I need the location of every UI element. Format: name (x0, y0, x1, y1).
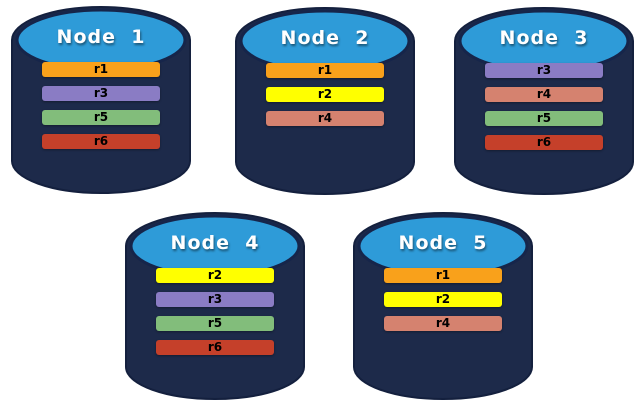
replica-bar: r5 (42, 110, 160, 125)
replica-bar: r4 (266, 111, 384, 126)
node-4-cylinder: Node 4 r2 r3 r5 r6 (124, 209, 306, 402)
replica-bar: r4 (485, 87, 603, 102)
replica-bar: r6 (485, 135, 603, 150)
replica-bar: r2 (156, 268, 274, 283)
replica-bar: r6 (42, 134, 160, 149)
node-5-cylinder: Node 5 r1 r2 r4 (352, 209, 534, 402)
replica-bar: r2 (384, 292, 502, 307)
replica-list: r2 r3 r5 r6 (124, 268, 306, 355)
replica-bar: r1 (266, 63, 384, 78)
replica-list: r3 r4 r5 r6 (453, 63, 635, 150)
replica-bar: r4 (384, 316, 502, 331)
node-title: Node 1 (56, 26, 146, 48)
replica-bar: r3 (156, 292, 274, 307)
replica-bar: r1 (384, 268, 502, 283)
replica-bar: r5 (485, 111, 603, 126)
node-3-cylinder: Node 3 r3 r4 r5 r6 (453, 4, 635, 198)
node-title: Node 4 (170, 232, 260, 254)
node-title: Node 2 (280, 27, 370, 49)
replica-list: r1 r3 r5 r6 (10, 62, 192, 149)
replica-bar: r1 (42, 62, 160, 77)
replica-list: r1 r2 r4 (234, 63, 416, 126)
node-2-cylinder: Node 2 r1 r2 r4 (234, 4, 416, 198)
replica-bar: r2 (266, 87, 384, 102)
replica-bar: r6 (156, 340, 274, 355)
replica-bar: r3 (485, 63, 603, 78)
node-1-cylinder: Node 1 r1 r3 r5 r6 (10, 3, 192, 197)
replica-list: r1 r2 r4 (352, 268, 534, 331)
replica-bar: r3 (42, 86, 160, 101)
node-title: Node 3 (499, 27, 589, 49)
node-title: Node 5 (398, 232, 488, 254)
replica-bar: r5 (156, 316, 274, 331)
